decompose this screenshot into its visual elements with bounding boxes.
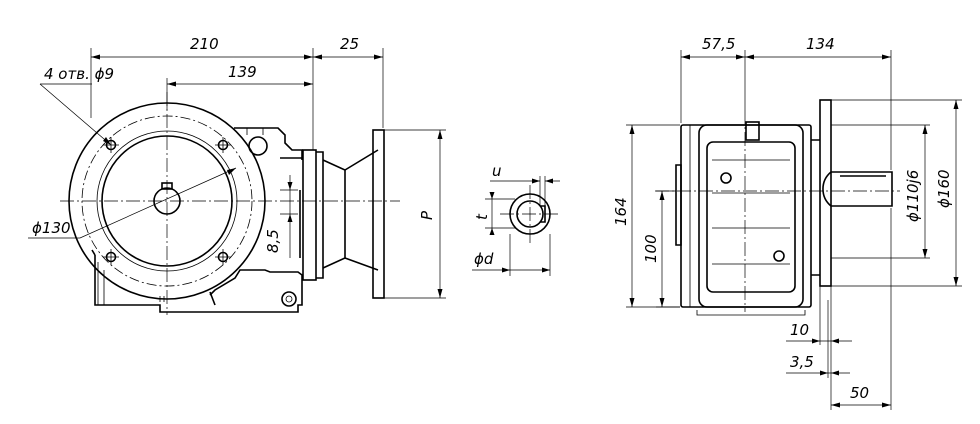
dim-8-5: 8,5 xyxy=(264,229,282,253)
keyway-section xyxy=(500,185,560,243)
dim-57-5: 57,5 xyxy=(702,35,735,53)
dim-130: ϕ130 xyxy=(32,219,71,237)
keyway-dimensions: u t ϕd xyxy=(472,162,560,276)
dim-3-5: 3,5 xyxy=(790,353,814,371)
holes-note: 4 отв. ϕ9 xyxy=(44,65,114,83)
dim-50: 50 xyxy=(850,384,869,402)
keyway-t: t xyxy=(473,213,491,220)
dim-139: 139 xyxy=(228,63,257,81)
dim-p: P xyxy=(418,210,436,220)
dim-210: 210 xyxy=(190,35,219,53)
dim-10: 10 xyxy=(790,321,809,339)
side-view xyxy=(655,99,900,316)
front-view xyxy=(60,92,560,315)
dim-160: ϕ160 xyxy=(935,169,953,208)
dim-100: 100 xyxy=(642,234,660,263)
front-dimensions: 210 25 139 4 отв. ϕ9 ϕ130 8,5 P xyxy=(28,35,446,299)
dim-110j6: ϕ110j6 xyxy=(904,170,922,222)
dim-25: 25 xyxy=(340,35,359,53)
keyway-d: ϕd xyxy=(474,250,494,268)
keyway-u: u xyxy=(492,162,502,180)
dim-164: 164 xyxy=(612,197,630,226)
side-dimensions: 57,5 134 164 100 ϕ110j6 ϕ160 10 3,5 50 xyxy=(612,35,962,410)
dim-134: 134 xyxy=(806,35,835,53)
